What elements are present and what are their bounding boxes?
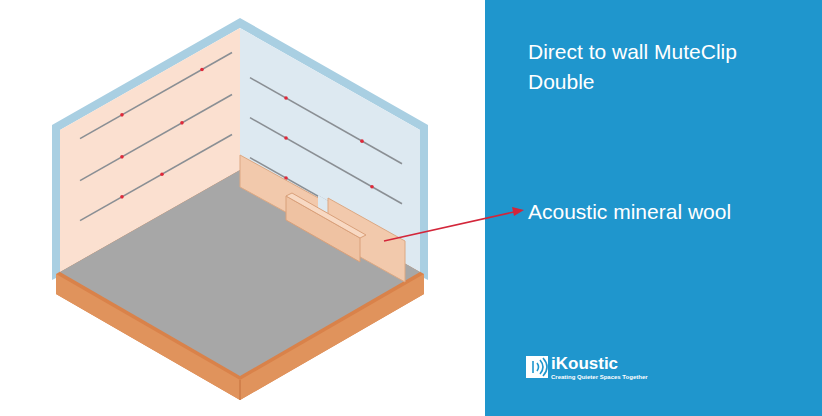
logo-tagline: Creating Quieter Spaces Together — [551, 374, 711, 381]
rail — [250, 78, 402, 164]
clip — [370, 185, 374, 189]
clip — [160, 172, 164, 176]
rail — [80, 135, 232, 221]
clip — [284, 136, 288, 140]
part-label: Acoustic mineral wool — [528, 199, 808, 224]
clip — [284, 96, 288, 100]
clip — [120, 155, 124, 159]
logo-icon — [526, 356, 548, 378]
arrow-head — [512, 207, 524, 216]
clip — [200, 68, 204, 72]
board-edge — [286, 193, 366, 238]
clip — [120, 113, 124, 117]
diagram-title: Direct to wall MuteClip Double — [528, 37, 738, 98]
rail — [80, 53, 232, 139]
clip — [120, 195, 124, 199]
logo-waves — [533, 358, 547, 376]
rail — [80, 95, 232, 181]
clip — [180, 121, 184, 125]
clip — [360, 139, 364, 143]
slab-edge — [240, 380, 241, 400]
logo-name: iKoustic — [551, 355, 671, 374]
leader-line — [384, 212, 514, 241]
